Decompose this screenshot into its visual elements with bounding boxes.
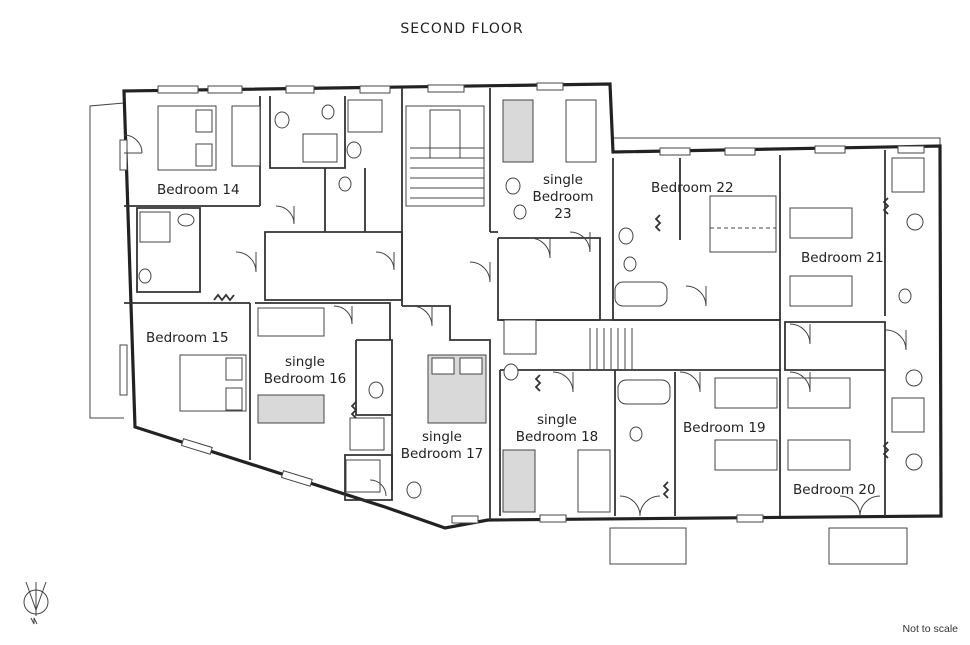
floor-title: SECOND FLOOR	[400, 21, 523, 37]
label-bedroom-23-number: 23	[554, 206, 571, 222]
label-bedroom-19: Bedroom 19	[683, 420, 766, 436]
single-bed	[787, 439, 851, 471]
single-bed	[231, 105, 261, 167]
windows	[119, 82, 925, 524]
label-bedroom-21: Bedroom 21	[801, 250, 884, 266]
label-bedroom-17-type: single	[422, 429, 462, 445]
single-bed	[787, 377, 851, 409]
double-bed	[709, 195, 777, 253]
label-bedroom-23: Bedroom	[532, 189, 593, 205]
single-bed	[565, 99, 597, 163]
label-bedroom-18-type: single	[537, 412, 577, 428]
label-bedroom-22: Bedroom 22	[651, 180, 734, 196]
exterior-walls	[122, 82, 943, 530]
label-bedroom-17: Bedroom 17	[401, 446, 484, 462]
room-labels: Bedroom 14 Bedroom 15 single Bedroom 16 …	[146, 172, 884, 498]
single-bed	[502, 449, 536, 513]
single-bed	[789, 207, 853, 239]
beds	[157, 99, 853, 513]
label-bedroom-16: Bedroom 16	[264, 371, 347, 387]
bathroom-fixtures	[138, 99, 925, 499]
staircase	[405, 105, 633, 370]
single-bed	[502, 99, 534, 163]
partition-marks	[213, 197, 890, 499]
single-bed	[714, 377, 778, 409]
label-bedroom-23-type: single	[543, 172, 583, 188]
north-arrow-icon	[23, 581, 49, 625]
label-bedroom-14: Bedroom 14	[157, 182, 240, 198]
label-bedroom-16-type: single	[285, 354, 325, 370]
label-bedroom-15: Bedroom 15	[146, 330, 229, 346]
scale-note: Not to scale	[903, 623, 959, 635]
doors	[123, 134, 907, 517]
single-bed	[789, 275, 853, 307]
label-bedroom-20: Bedroom 20	[793, 482, 876, 498]
label-bedroom-18: Bedroom 18	[516, 429, 599, 445]
single-bed	[257, 307, 325, 337]
single-bed	[257, 394, 325, 424]
single-bed	[714, 439, 778, 471]
single-bed	[577, 449, 611, 513]
